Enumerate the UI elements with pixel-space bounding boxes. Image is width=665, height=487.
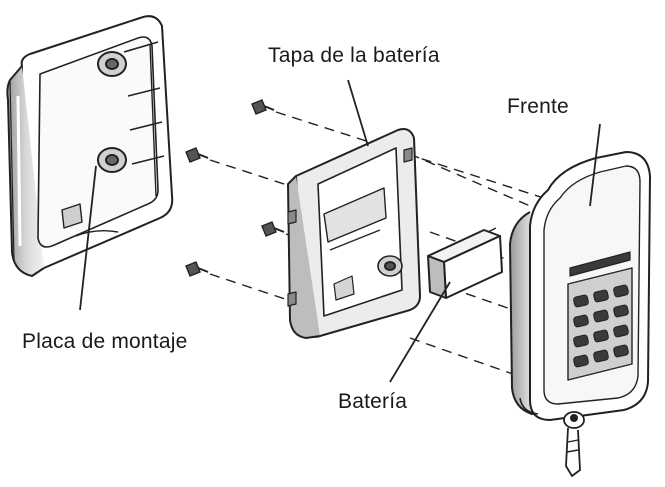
leader-front	[589, 123, 601, 207]
battery-cover	[287, 128, 421, 339]
leader-lines	[79, 79, 601, 383]
label-front: Frente	[507, 95, 569, 118]
mounting-plate	[6, 15, 174, 277]
screw-4	[185, 261, 209, 277]
leader-battery-cover	[347, 79, 369, 147]
label-battery-cover: Tapa de la batería	[268, 44, 440, 67]
screw-1	[251, 99, 275, 115]
label-mounting-plate: Placa de montaje	[22, 330, 188, 353]
front-keypad	[509, 151, 651, 477]
battery	[427, 227, 503, 299]
screw-3	[261, 221, 285, 237]
label-battery: Batería	[338, 390, 408, 413]
leader-mounting-plate	[79, 165, 97, 311]
leader-battery	[389, 281, 451, 383]
screw-2	[185, 147, 209, 163]
